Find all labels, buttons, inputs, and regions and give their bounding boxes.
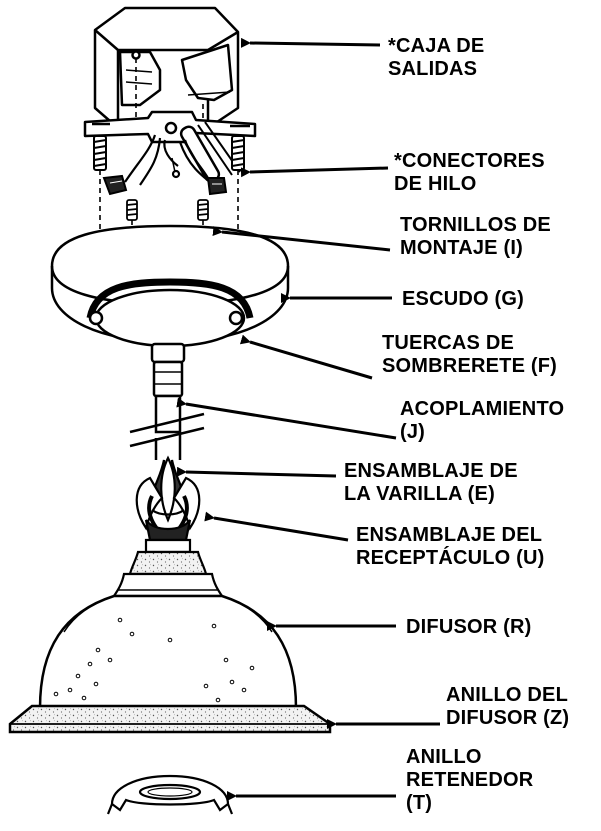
label-anillo-difusor-line-1: ANILLO DEL	[446, 684, 568, 706]
label-ensamblaje-del-receptaculo: ENSAMBLAJE DEL RECEPTÁCULO (U)	[356, 524, 545, 570]
diffuser-dome-speckles	[53, 617, 255, 703]
label-acoplamiento: ACOPLAMIENTO (J)	[400, 398, 564, 444]
wires-and-connectors	[124, 134, 219, 189]
label-escudo: ESCUDO (G)	[402, 288, 524, 311]
arrow-tuercas	[239, 334, 373, 380]
label-tornillos-de-montaje: TORNILLOS DE MONTAJE (I)	[400, 214, 551, 260]
receptacle-collar	[111, 538, 225, 598]
label-anillo-retenedor-line-2: RETENEDOR	[406, 769, 534, 791]
threaded-studs	[93, 135, 245, 171]
leader-arrows	[176, 37, 440, 801]
diffuser-ring	[8, 704, 332, 734]
mounting-screws	[126, 199, 209, 221]
wire-nut-right	[206, 177, 228, 196]
canopy-escudo	[50, 224, 290, 348]
cap-nut-and-stem	[150, 342, 186, 434]
label-caja-de-salidas: *CAJA DE SALIDAS	[388, 35, 484, 81]
diffuser-dome	[38, 594, 298, 710]
label-difusor-line-1: DIFUSOR (R)	[406, 616, 532, 638]
arrow-conectores	[240, 166, 389, 178]
label-anillo-difusor-line-2: DIFUSOR (Z)	[446, 707, 570, 729]
label-conectores-line-2: DE HILO	[394, 173, 477, 195]
label-anillo-retenedor-line-1: ANILLO	[406, 746, 482, 768]
arrow-receptaculo	[204, 511, 349, 542]
arrow-varilla	[176, 466, 337, 478]
label-caja-line-2: SALIDAS	[388, 58, 478, 80]
label-tornillos-line-2: MONTAJE (I)	[400, 237, 523, 259]
rod-assembly-finial	[135, 455, 201, 542]
outlet-box	[93, 6, 240, 130]
label-tuercas-de-sombrerete: TUERCAS DE SOMBRERETE (F)	[382, 332, 557, 378]
label-anillo-retenedor: ANILLO RETENEDOR (T)	[406, 746, 533, 815]
label-escudo-line-1: ESCUDO (G)	[402, 288, 524, 310]
label-receptaculo-line-1: ENSAMBLAJE DEL	[356, 524, 543, 546]
label-varilla-line-1: ENSAMBLAJE DE	[344, 460, 518, 482]
retaining-ring	[106, 774, 234, 815]
label-tuercas-line-2: SOMBRERETE (F)	[382, 355, 558, 377]
label-tornillos-line-1: TORNILLOS DE	[400, 214, 551, 236]
wire-nut-left	[102, 174, 128, 196]
label-conectores-de-hilo: *CONECTORES DE HILO	[394, 150, 545, 196]
arrow-caja	[240, 37, 381, 48]
label-receptaculo-line-2: RECEPTÁCULO (U)	[356, 547, 545, 569]
label-anillo-del-difusor: ANILLO DEL DIFUSOR (Z)	[446, 684, 569, 730]
alignment-guides	[99, 58, 239, 236]
label-acoplamiento-line-2: (J)	[400, 421, 426, 443]
stem-break-symbol	[129, 412, 205, 460]
label-ensamblaje-de-la-varilla: ENSAMBLAJE DE LA VARILLA (E)	[344, 460, 518, 506]
label-difusor: DIFUSOR (R)	[406, 616, 532, 639]
label-caja-line-1: *CAJA DE	[388, 35, 485, 57]
label-tuercas-line-1: TUERCAS DE	[382, 332, 515, 354]
label-conectores-line-1: *CONECTORES	[394, 150, 545, 172]
label-varilla-line-2: LA VARILLA (E)	[344, 483, 495, 505]
mounting-crossbar	[83, 110, 257, 183]
arrow-tornillos	[212, 226, 391, 252]
label-anillo-retenedor-line-3: (T)	[406, 792, 433, 814]
arrow-acoplamiento	[176, 397, 397, 440]
label-acoplamiento-line-1: ACOPLAMIENTO	[400, 398, 565, 420]
